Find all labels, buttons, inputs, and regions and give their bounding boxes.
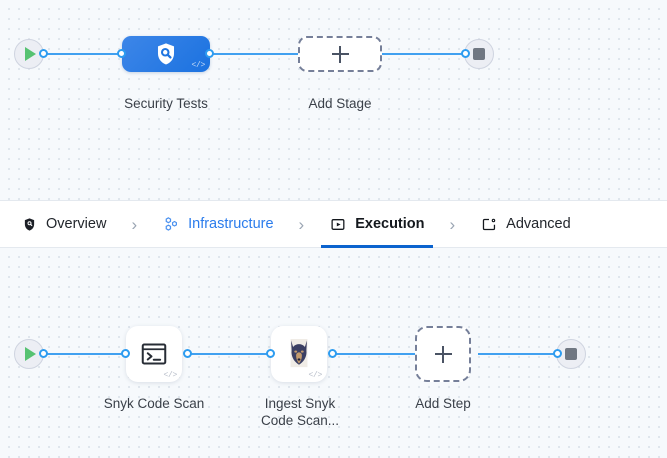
tab-execution-label: Execution xyxy=(355,216,425,232)
stop-icon xyxy=(565,348,577,360)
step-code-badge: </> xyxy=(308,371,322,380)
stage-caption-security-tests: Security Tests xyxy=(124,96,208,111)
stage-row: </> Security Tests Add Stage xyxy=(0,0,667,200)
plus-icon xyxy=(331,45,349,63)
edge-start-to-stage xyxy=(42,53,134,55)
step-start-port[interactable] xyxy=(39,349,48,358)
stage-node-security-tests[interactable]: </> xyxy=(122,36,210,72)
add-stage-caption: Add Stage xyxy=(308,96,372,111)
stage-end-port[interactable] xyxy=(461,49,470,58)
step-code-badge: </> xyxy=(163,371,177,380)
edge-stage-to-add xyxy=(210,53,302,55)
step-row: </> Snyk Code Scan </> xyxy=(0,248,667,458)
step-canvas[interactable]: </> Snyk Code Scan </> xyxy=(0,248,667,458)
edge-step1-to-step2 xyxy=(188,353,276,355)
play-icon xyxy=(25,47,36,61)
step-caption-snyk-code-scan: Snyk Code Scan xyxy=(103,396,205,411)
tab-overview-label: Overview xyxy=(46,216,107,232)
stage-out-port[interactable] xyxy=(205,49,214,58)
tab-overview[interactable]: Overview xyxy=(12,201,114,248)
stop-icon xyxy=(473,48,485,60)
edge-start-to-step1 xyxy=(42,353,132,355)
add-step-button[interactable] xyxy=(415,326,471,382)
step2-in-port[interactable] xyxy=(266,349,275,358)
tab-separator: › xyxy=(131,214,138,234)
stage-start-node[interactable] xyxy=(14,39,44,69)
execution-play-icon xyxy=(329,215,347,233)
shield-icon xyxy=(20,215,38,233)
step1-out-port[interactable] xyxy=(183,349,192,358)
step-end-port[interactable] xyxy=(553,349,562,358)
step2-out-port[interactable] xyxy=(328,349,337,358)
plus-icon xyxy=(434,345,452,363)
edge-add-to-end xyxy=(478,353,564,355)
tab-infrastructure-label: Infrastructure xyxy=(188,216,274,232)
tab-execution[interactable]: Execution xyxy=(321,201,433,248)
play-icon xyxy=(25,347,36,361)
step-caption-ingest-snyk-code-scan: Ingest Snyk Code Scan... xyxy=(260,396,340,428)
edge-add-to-end xyxy=(380,53,472,55)
add-step-caption: Add Step xyxy=(415,396,471,411)
stage-canvas[interactable]: </> Security Tests Add Stage xyxy=(0,0,667,200)
shield-search-icon xyxy=(157,43,175,65)
window-gear-icon xyxy=(480,215,498,233)
tab-advanced[interactable]: Advanced xyxy=(472,201,579,248)
tab-advanced-label: Advanced xyxy=(506,216,571,232)
stage-code-badge: </> xyxy=(191,61,205,70)
doberman-dog-icon xyxy=(290,339,308,368)
step-node-ingest-snyk-code-scan[interactable]: </> xyxy=(271,326,327,382)
stage-start-port[interactable] xyxy=(39,49,48,58)
stage-in-port[interactable] xyxy=(117,49,126,58)
add-stage-button[interactable] xyxy=(298,36,382,72)
hexagon-cluster-icon xyxy=(162,215,180,233)
tab-separator: › xyxy=(449,214,456,234)
step1-in-port[interactable] xyxy=(121,349,130,358)
pipeline-tab-bar: Overview › Infrastructure › Execution xyxy=(0,200,667,248)
edge-step2-to-add xyxy=(332,353,416,355)
tab-separator: › xyxy=(298,214,305,234)
tab-infrastructure[interactable]: Infrastructure xyxy=(154,201,281,248)
step-node-snyk-code-scan[interactable]: </> xyxy=(126,326,182,382)
